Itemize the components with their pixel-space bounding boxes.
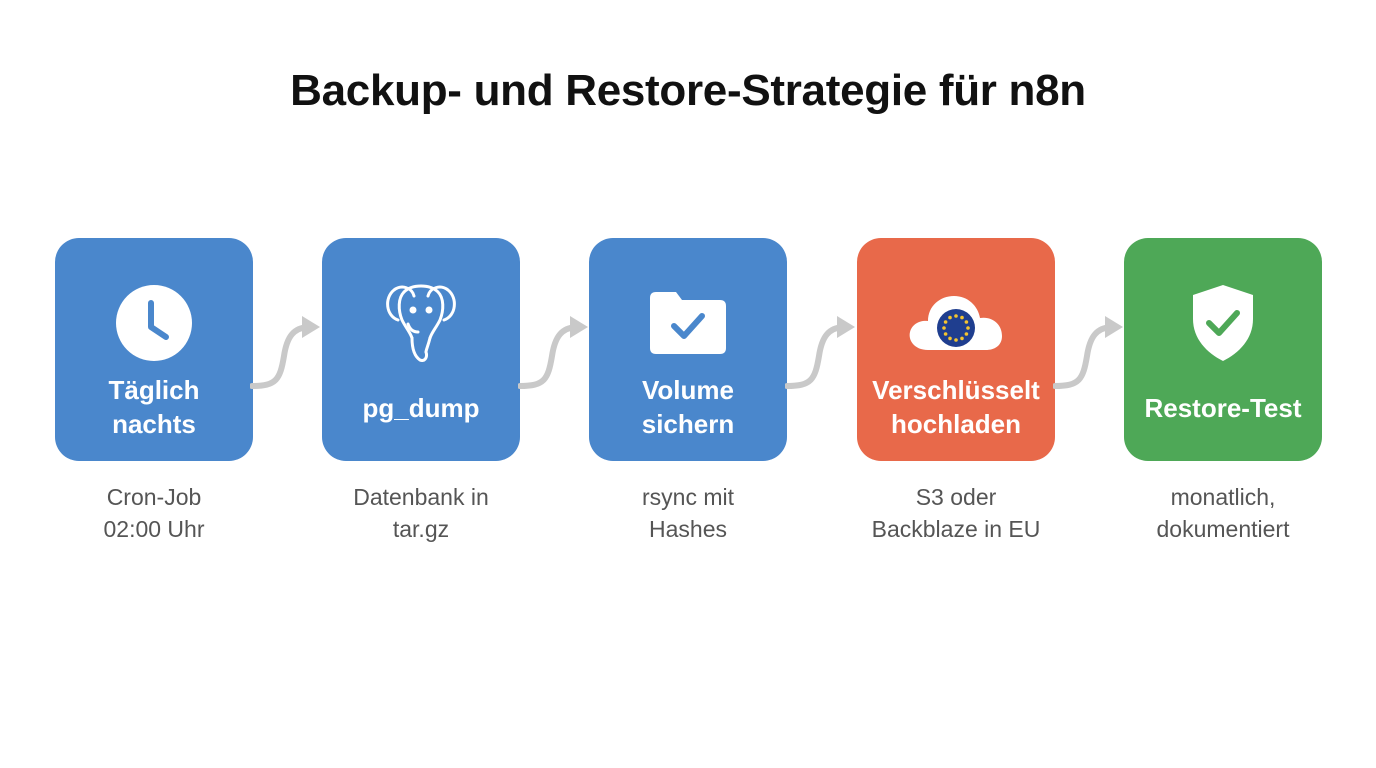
flow-arrow [1053, 316, 1123, 389]
step-caption: rsync mit Hashes [642, 484, 734, 542]
step-label: pg_dump [362, 393, 480, 423]
step-caption: Datenbank in tar.gz [353, 484, 489, 542]
step-caption: Cron-Job 02:00 Uhr [103, 484, 205, 542]
diagram-title: Backup- und Restore-Strategie für n8n [290, 66, 1086, 115]
eu-cloud-icon [857, 268, 1055, 378]
step-box: Verschlüsselt hochladen [857, 238, 1055, 461]
postgresql-elephant-icon [322, 268, 520, 378]
flow-arrow [785, 316, 855, 389]
step-pg-dump: pg_dump Datenbank in tar.gz [322, 238, 520, 545]
step-label: Restore-Test [1144, 393, 1302, 423]
step-caption: monatlich, dokumentiert [1156, 484, 1290, 542]
step-box: Volume sichern [589, 238, 787, 461]
step-volume-backup: Volume sichern rsync mit Hashes [589, 238, 787, 545]
folder-check-icon [589, 268, 787, 378]
flow-arrow [518, 316, 588, 389]
flow-arrow [250, 316, 320, 389]
step-box: Täglich nachts [55, 238, 253, 461]
step-encrypted-upload: Verschlüsselt hochladen S3 oder Backblaz… [857, 238, 1055, 545]
step-label: Volume sichern [641, 375, 735, 439]
step-daily-nightly: Täglich nachts Cron-Job 02:00 Uhr [55, 238, 253, 545]
step-box: pg_dump [322, 238, 520, 461]
step-restore-test: Restore-Test monatlich, dokumentiert [1124, 238, 1322, 545]
clock-icon [55, 268, 253, 378]
step-label: Verschlüsselt hochladen [872, 375, 1040, 439]
step-box: Restore-Test [1124, 238, 1322, 461]
step-label: Täglich nachts [108, 375, 200, 439]
shield-check-icon [1124, 268, 1322, 378]
step-caption: S3 oder Backblaze in EU [871, 484, 1041, 542]
